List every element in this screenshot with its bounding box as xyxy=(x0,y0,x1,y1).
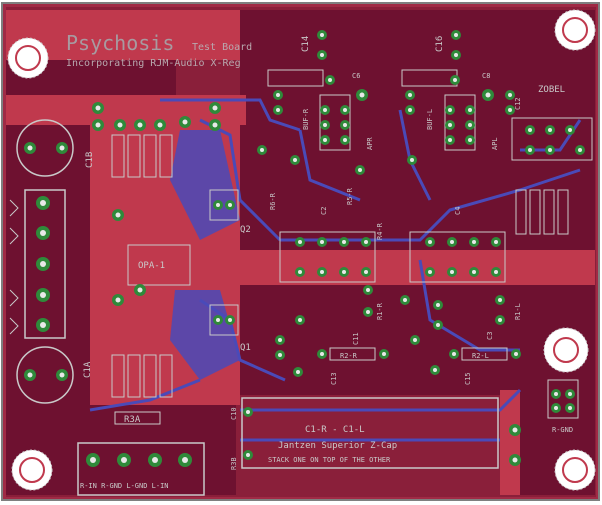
label-buf-r: BUF-R xyxy=(302,108,310,130)
label-c2: C2 xyxy=(320,207,328,215)
label-apl: APL xyxy=(491,137,499,150)
transistor-q1: Q1 xyxy=(209,304,251,353)
label-r3a: R3A xyxy=(124,415,141,425)
resistor-r3a xyxy=(114,411,161,425)
resistor-array-upper xyxy=(111,134,173,178)
label-r1r: R1-R xyxy=(376,302,384,320)
label-c1b: C1B xyxy=(85,152,95,168)
bottom-pour-regulator xyxy=(170,130,240,380)
label-r2r: R2-R xyxy=(340,352,358,360)
zcap-outline xyxy=(241,397,499,469)
transistor-q2: Q2 xyxy=(209,189,251,235)
mounting-hole-tl xyxy=(7,37,49,79)
label-r2l: R2-L xyxy=(472,352,489,360)
label-r3b: R3B xyxy=(230,457,238,470)
zcap-title: C1-R - C1-L xyxy=(305,425,365,435)
capacitor-c14: C14 xyxy=(301,30,327,60)
resistor-r2-r: R2-R xyxy=(317,347,389,361)
mounting-hole-mr xyxy=(543,327,589,373)
label-rgnd: R-GND xyxy=(552,426,573,434)
label-c6: C6 xyxy=(352,72,360,80)
input-label: R-IN R-GND L-GND L-IN xyxy=(80,482,169,490)
mounting-hole-bl xyxy=(11,449,53,491)
opamp-socket-r xyxy=(279,231,376,283)
label-c12: C12 xyxy=(514,97,522,110)
resistor-r2-l: R2-L xyxy=(449,347,521,361)
resistor-stack-right xyxy=(515,189,569,235)
label-q2: Q2 xyxy=(240,225,251,235)
board-title-suffix: Test Board xyxy=(192,42,252,53)
label-c4: C4 xyxy=(454,207,462,215)
zcap-line1: Jantzen Superior Z-Cap xyxy=(278,441,397,451)
label-r4r: R4-R xyxy=(376,222,384,240)
buffer-r-section: C6 BUF-R APR xyxy=(257,69,374,175)
power-connector xyxy=(9,189,66,339)
lower-pads xyxy=(275,285,521,466)
label-opa: OPA-1 xyxy=(138,261,165,271)
zobel-network xyxy=(511,117,593,161)
label-c10: C10 xyxy=(230,407,238,420)
top-left-pads xyxy=(92,102,221,306)
board-subtitle: Incorporating RJM-Audio X-Reg xyxy=(66,58,241,69)
mounting-hole-br xyxy=(554,449,596,491)
label-q1: Q1 xyxy=(240,343,251,353)
label-c11: C11 xyxy=(352,332,360,345)
capacitor-c1b: C1B xyxy=(16,119,95,177)
label-buf-l: BUF-L xyxy=(426,109,434,130)
label-r5r: R5-R xyxy=(346,187,354,205)
label-c3: C3 xyxy=(486,332,494,340)
label-r6r: R6-R xyxy=(269,192,277,210)
rgnd-connector: R-GND xyxy=(547,379,579,434)
label-zobel: ZOBEL xyxy=(538,85,565,95)
mounting-hole-tr xyxy=(554,9,596,51)
label-c1a: C1A xyxy=(83,361,93,378)
label-c8: C8 xyxy=(482,72,490,80)
capacitor-c1a: C1A xyxy=(16,346,93,404)
label-c13: C13 xyxy=(330,372,338,385)
capacitor-c16: C16 xyxy=(435,30,461,60)
label-r1l: R1-L xyxy=(514,303,522,320)
zcap-pads xyxy=(243,407,253,460)
label-c16: C16 xyxy=(435,36,445,52)
resistor-array-lower xyxy=(111,354,173,398)
zcap-line2: STACK ONE ON TOP OF THE OTHER xyxy=(268,456,391,464)
buffer-l-section: C8 BUF-L APL xyxy=(401,69,499,165)
label-c15: C15 xyxy=(464,372,472,385)
opa-outline xyxy=(127,244,191,286)
opamp-socket-l xyxy=(409,231,506,283)
ground-pour xyxy=(6,10,595,495)
board-title: Psychosis xyxy=(66,31,174,55)
label-c14: C14 xyxy=(301,36,311,52)
label-apr: APR xyxy=(366,137,374,150)
bottom-traces xyxy=(89,98,582,442)
input-connector: R-IN R-GND L-GND L-IN xyxy=(77,442,205,496)
